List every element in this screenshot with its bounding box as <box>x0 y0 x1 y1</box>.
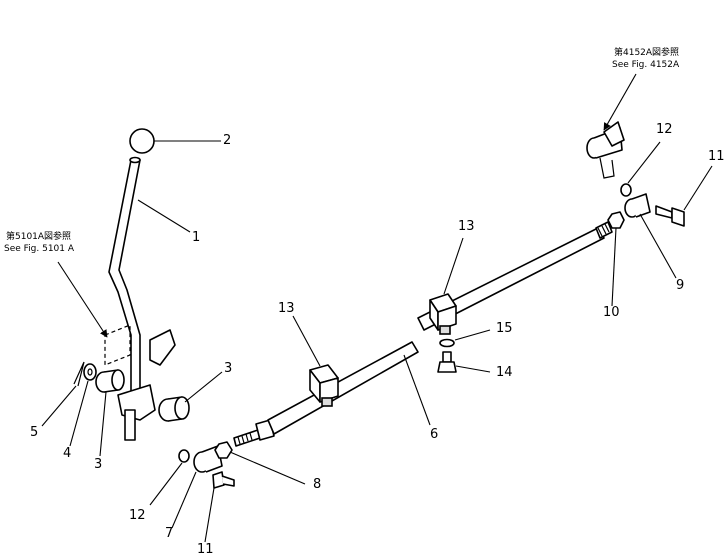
callout-4: 4 <box>63 446 72 461</box>
leader-9 <box>639 213 677 279</box>
callout-13-lower: 13 <box>278 301 295 316</box>
nut-upper-part <box>607 211 625 229</box>
knob-part <box>129 128 155 154</box>
bracket-part <box>104 324 176 441</box>
upper-bracket-part <box>586 121 625 179</box>
ref-5101a-en: See Fig. 5101 A <box>4 244 75 254</box>
bolt-upper-part <box>655 205 685 227</box>
bushing-left-part <box>95 369 125 393</box>
callout-15: 15 <box>496 321 513 336</box>
clamp-upper-part <box>429 293 457 335</box>
ref-5101a-jp: 第5101A図参照 <box>6 232 72 242</box>
washer-part <box>83 363 97 381</box>
rod-part <box>233 221 613 447</box>
leader-3b <box>99 391 107 457</box>
callout-11-lower: 11 <box>197 542 214 557</box>
washer-12-lower-part <box>178 449 190 463</box>
leader-12a <box>149 462 183 506</box>
callout-7: 7 <box>165 526 174 541</box>
leader-13b <box>443 237 464 295</box>
callout-12-lower: 12 <box>129 508 146 523</box>
callout-14: 14 <box>496 365 513 380</box>
leader-12b <box>627 141 661 184</box>
pin-part <box>73 361 85 387</box>
leader-15 <box>454 329 491 341</box>
leader-11b <box>204 487 215 543</box>
callout-9: 9 <box>676 278 685 293</box>
nut-lower-part <box>214 441 233 459</box>
callout-2: 2 <box>223 133 232 148</box>
bolt-lower-part <box>212 471 235 489</box>
callout-1: 1 <box>192 230 201 245</box>
rod-end-upper-part <box>624 193 651 218</box>
bushing-right-part <box>158 396 190 422</box>
leader-13a <box>292 315 321 367</box>
leader-ref-5101a <box>57 261 108 338</box>
ref-4152a-en: See Fig. 4152A <box>612 60 680 70</box>
callout-8: 8 <box>313 477 322 492</box>
leader-10 <box>611 227 617 307</box>
leader-7 <box>171 471 197 529</box>
washer-15-part <box>439 338 455 348</box>
callout-12-upper: 12 <box>656 122 673 137</box>
callout-3-left: 3 <box>94 457 103 472</box>
bolt-14-part <box>437 351 457 373</box>
ref-4152a-jp: 第4152A図参照 <box>614 48 680 58</box>
washer-12-upper-part <box>620 183 632 197</box>
leader-5 <box>41 385 77 427</box>
leader-4 <box>69 380 89 447</box>
leader-1 <box>137 199 191 233</box>
leader-3a <box>184 371 223 403</box>
callout-6: 6 <box>430 427 439 442</box>
leader-8 <box>229 451 306 485</box>
callout-3-right: 3 <box>224 361 233 376</box>
leader-6 <box>403 354 431 426</box>
callout-11-upper: 11 <box>708 149 725 164</box>
callout-10: 10 <box>603 305 620 320</box>
callout-13-upper: 13 <box>458 219 475 234</box>
lever-part <box>108 156 141 396</box>
callout-5: 5 <box>30 425 39 440</box>
clamp-lower-part <box>309 364 339 407</box>
leader-ref-4152a <box>603 73 637 131</box>
leader-14 <box>455 365 491 373</box>
leader-11a <box>683 165 713 211</box>
